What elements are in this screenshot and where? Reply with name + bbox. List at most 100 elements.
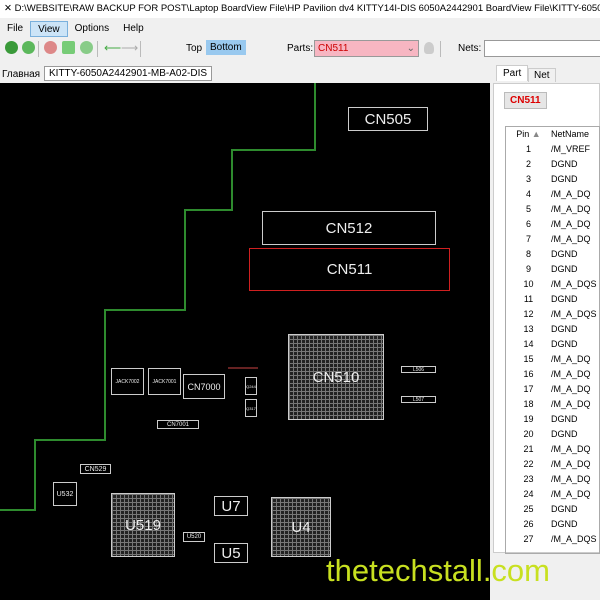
- table-row[interactable]: 1/M_VREF: [506, 142, 597, 157]
- tab-net[interactable]: Net: [528, 68, 556, 82]
- pin-number: 12: [523, 309, 534, 319]
- component-jack7002[interactable]: JACK7002: [111, 368, 144, 395]
- lightbulb-icon[interactable]: [424, 42, 434, 54]
- fit-icon[interactable]: [62, 41, 75, 54]
- selected-part-label: CN511: [504, 92, 547, 109]
- pin-number: 26: [523, 519, 534, 529]
- net-name: /M_A_DQ: [551, 234, 591, 244]
- table-row[interactable]: 6/M_A_DQ: [506, 217, 597, 232]
- component-cn505[interactable]: CN505: [348, 107, 428, 131]
- table-row[interactable]: 18/M_A_DQ: [506, 397, 597, 412]
- component-l507[interactable]: L507: [401, 396, 436, 403]
- refresh-icon[interactable]: [5, 41, 18, 54]
- component-cn510[interactable]: CN510: [288, 334, 384, 420]
- net-name: DGND: [551, 429, 578, 439]
- pin-number: 24: [523, 489, 534, 499]
- component-u532[interactable]: U532: [53, 482, 77, 506]
- net-name: /M_A_DQ: [551, 459, 591, 469]
- tab-part[interactable]: Part: [496, 65, 529, 81]
- component-cn512[interactable]: CN512: [262, 211, 436, 245]
- refresh-alt-icon[interactable]: [22, 41, 35, 54]
- menu-bar: File View Options Help: [0, 21, 151, 37]
- menu-view[interactable]: View: [30, 21, 68, 37]
- pin-number: 17: [523, 384, 534, 394]
- table-row[interactable]: 5/M_A_DQ: [506, 202, 597, 217]
- net-name: /M_A_DQ: [551, 384, 591, 394]
- table-row[interactable]: 27/M_A_DQS: [506, 532, 597, 547]
- table-row[interactable]: 24/M_A_DQ: [506, 487, 597, 502]
- component-u4[interactable]: U4: [271, 497, 331, 557]
- component-cn7000[interactable]: CN7000: [183, 374, 225, 399]
- table-row[interactable]: 16/M_A_DQ: [506, 367, 597, 382]
- menu-help[interactable]: Help: [123, 23, 144, 34]
- watermark: thetechstall.com: [326, 553, 550, 588]
- pin-number: 20: [523, 429, 534, 439]
- table-row[interactable]: 4/M_A_DQ: [506, 187, 597, 202]
- net-name: DGND: [551, 249, 578, 259]
- component-u520[interactable]: U520: [183, 532, 205, 542]
- tab-home[interactable]: Главная: [2, 69, 41, 80]
- net-name: DGND: [551, 519, 578, 529]
- pin-number: 10: [523, 279, 534, 289]
- zoom-out-icon[interactable]: [80, 41, 93, 54]
- table-row[interactable]: 17/M_A_DQ: [506, 382, 597, 397]
- pin-number: 8: [525, 249, 531, 259]
- table-row[interactable]: 7/M_A_DQ: [506, 232, 597, 247]
- zoom-in-icon[interactable]: [44, 41, 57, 54]
- board-view[interactable]: CN505 CN512 CN511 CN510 CN7000 JACK7002 …: [0, 83, 490, 600]
- table-row[interactable]: 26 DGND: [506, 517, 597, 532]
- component-u5[interactable]: U5: [214, 543, 248, 563]
- table-row[interactable]: 10/M_A_DQS: [506, 277, 596, 292]
- net-name: /M_A_DQ: [551, 444, 591, 454]
- tab-file[interactable]: KITTY-6050A2442901-MB-A02-DIS: [44, 66, 213, 81]
- pin-number: 4: [525, 189, 531, 199]
- component-u519[interactable]: U519: [111, 493, 175, 557]
- net-name: /M_A_DQ: [551, 474, 591, 484]
- nets-input[interactable]: [484, 40, 600, 57]
- component-cn7001[interactable]: CN7001: [157, 420, 199, 429]
- table-row[interactable]: 8 DGND: [506, 247, 597, 262]
- column-pin[interactable]: Pin ▲: [516, 129, 541, 139]
- menu-file[interactable]: File: [7, 23, 24, 34]
- component-q244[interactable]: Q244: [245, 377, 257, 395]
- net-name: /M_A_DQS: [551, 534, 597, 544]
- component-cn511[interactable]: CN511: [249, 248, 450, 291]
- table-row[interactable]: 15/M_A_DQ: [506, 352, 597, 367]
- component-cn529[interactable]: CN529: [80, 464, 111, 474]
- forward-arrow-icon[interactable]: ⟶: [121, 41, 139, 55]
- bottom-button[interactable]: Bottom: [206, 40, 246, 55]
- component-q317[interactable]: Q317: [245, 399, 257, 417]
- table-row[interactable]: 22/M_A_DQ: [506, 457, 597, 472]
- component-u7[interactable]: U7: [214, 496, 248, 516]
- net-name: DGND: [551, 414, 578, 424]
- table-row[interactable]: 21/M_A_DQ: [506, 442, 597, 457]
- component-jack7001[interactable]: JACK7001: [148, 368, 181, 395]
- net-name: /M_A_DQS: [551, 309, 597, 319]
- back-arrow-icon[interactable]: ⟵: [104, 41, 122, 55]
- net-name: /M_A_DQ: [551, 489, 591, 499]
- nets-label: Nets:: [458, 43, 482, 54]
- column-netname[interactable]: NetName: [551, 129, 590, 139]
- net-name: DGND: [551, 339, 578, 349]
- net-name: /M_A_DQ: [551, 219, 591, 229]
- table-row[interactable]: 12/M_A_DQS: [506, 307, 597, 322]
- menu-options[interactable]: Options: [74, 23, 110, 34]
- parts-combobox[interactable]: CN511⌄: [314, 40, 419, 57]
- table-row[interactable]: 20 DGND: [506, 427, 597, 442]
- net-name: /M_A_DQ: [551, 189, 591, 199]
- top-button[interactable]: Top: [186, 43, 203, 54]
- net-name: /M_A_DQ: [551, 204, 591, 214]
- pin-number: 13: [523, 324, 534, 334]
- table-row[interactable]: 23/M_A_DQ: [506, 472, 597, 487]
- component-l506[interactable]: L506: [401, 366, 436, 373]
